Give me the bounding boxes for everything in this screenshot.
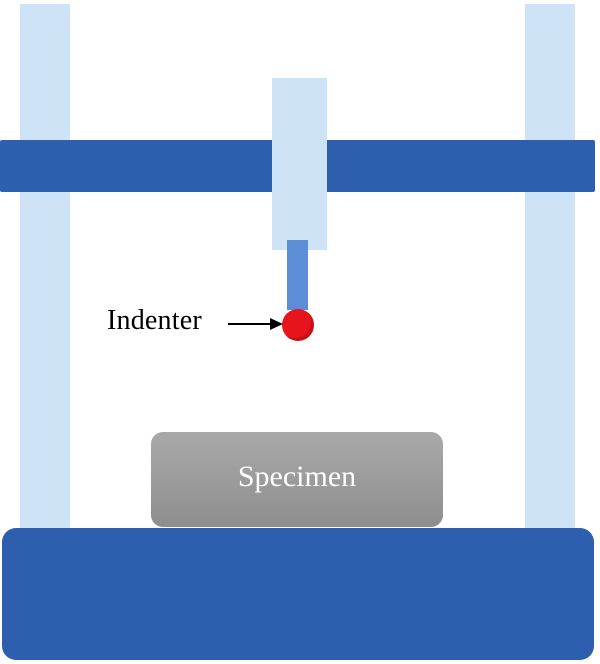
indenter-rod xyxy=(287,240,308,310)
indenter-label: Indenter xyxy=(107,305,202,336)
indenter-holder xyxy=(272,78,327,250)
specimen-label: Specimen xyxy=(237,459,357,493)
left-frame-column xyxy=(20,4,70,536)
machine-base xyxy=(2,528,594,660)
indenter-tip xyxy=(282,309,314,341)
right-frame-column xyxy=(525,4,575,536)
arrow-right-icon xyxy=(228,318,283,330)
specimen: Specimen xyxy=(151,432,443,527)
